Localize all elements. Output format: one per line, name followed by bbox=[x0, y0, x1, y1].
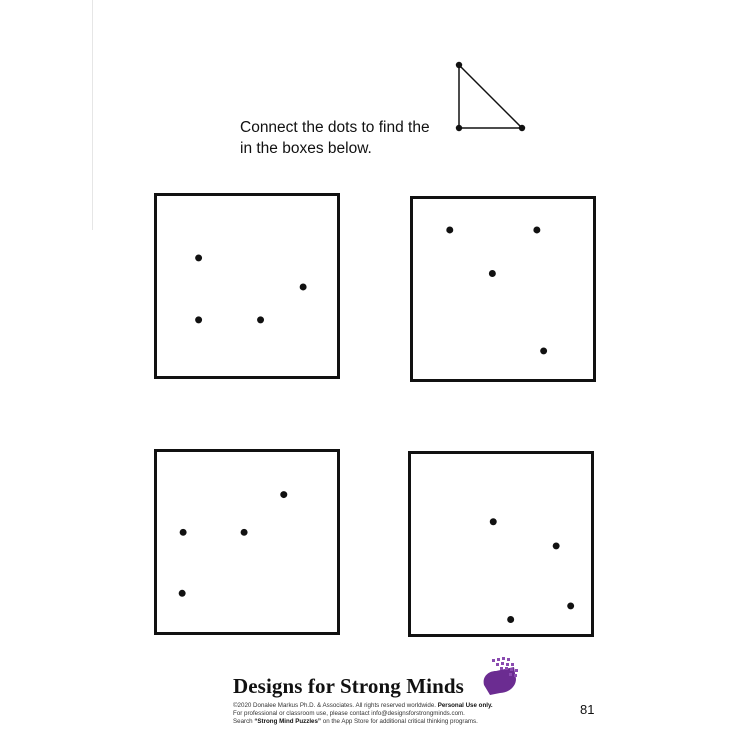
dots-canvas[interactable] bbox=[157, 452, 337, 632]
puzzle-box-bottom-left bbox=[154, 449, 340, 635]
page-number: 81 bbox=[580, 702, 595, 717]
page-edge-rule bbox=[92, 0, 93, 230]
puzzle-box-top-left bbox=[154, 193, 340, 379]
instruction-line-1: Connect the dots to find the bbox=[240, 119, 430, 136]
puzzle-box-top-right bbox=[410, 196, 596, 382]
dot bbox=[507, 616, 515, 623]
footer-legal: ©2020 Donalee Markus Ph.D. & Associates.… bbox=[233, 702, 493, 727]
dot bbox=[540, 347, 548, 355]
brain-grid-logo-icon bbox=[483, 657, 518, 695]
dot bbox=[195, 316, 203, 324]
search-app-name: “Strong Mind Puzzles” bbox=[254, 718, 322, 726]
copyright-line: ©2020 Donalee Markus Ph.D. & Associates.… bbox=[233, 702, 493, 710]
dot bbox=[299, 283, 307, 291]
dot bbox=[179, 528, 187, 536]
instruction-line-2: in the boxes below. bbox=[240, 140, 372, 157]
instruction-text: Connect the dots to find the in the boxe… bbox=[240, 117, 430, 159]
dot bbox=[446, 226, 454, 234]
dot bbox=[280, 491, 288, 499]
dots-canvas[interactable] bbox=[157, 196, 337, 376]
contact-line: For professional or classroom use, pleas… bbox=[233, 710, 465, 718]
dot bbox=[178, 589, 186, 597]
brand-name: Designs for Strong Minds bbox=[233, 674, 464, 698]
dot bbox=[533, 226, 541, 234]
dot bbox=[257, 316, 265, 324]
dot bbox=[195, 254, 203, 262]
triangle-example-icon bbox=[455, 61, 526, 132]
dot bbox=[552, 542, 560, 550]
dot bbox=[488, 270, 496, 277]
puzzle-box-bottom-right bbox=[408, 451, 594, 637]
dot bbox=[240, 528, 248, 536]
dots-canvas[interactable] bbox=[413, 199, 593, 379]
dot bbox=[489, 518, 497, 526]
copyright-text: ©2020 Donalee Markus Ph.D. & Associates.… bbox=[233, 702, 436, 709]
search-suffix: on the App Store for additional critical… bbox=[321, 718, 478, 726]
dot bbox=[567, 602, 575, 610]
dots-canvas[interactable] bbox=[411, 454, 591, 634]
search-prefix: Search bbox=[233, 718, 255, 726]
personal-use-text: Personal Use only. bbox=[437, 702, 493, 709]
search-line: Search “Strong Mind Puzzles” on the App … bbox=[233, 718, 493, 726]
